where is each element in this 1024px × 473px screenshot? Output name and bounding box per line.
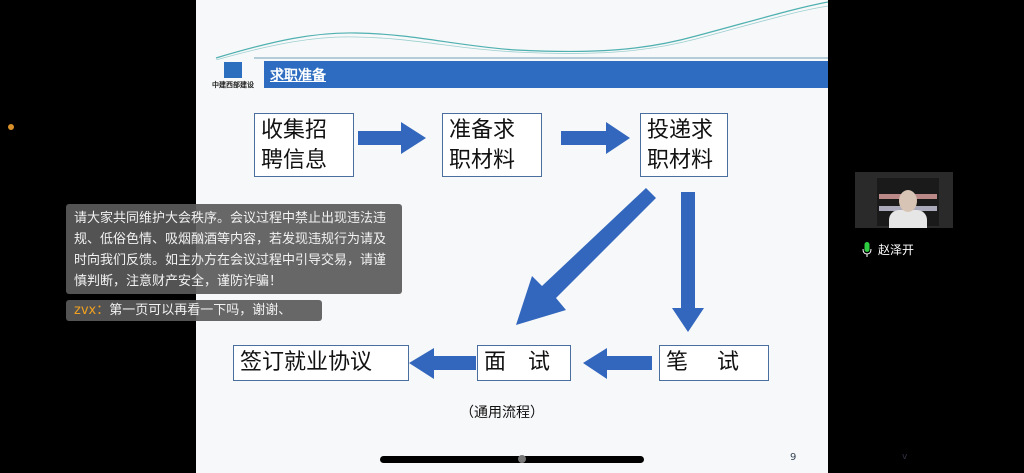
step-prepare-materials: 准备求 职材料 <box>442 113 542 177</box>
flow-arrows <box>358 122 704 379</box>
meeting-notice: 请大家共同维护大会秩序。会议过程中禁止出现违法违规、低俗色情、吸烟酗酒等内容，若… <box>66 204 402 294</box>
logo-mark <box>224 62 242 78</box>
participant-name: 赵泽开 <box>878 243 915 257</box>
scrubber-knob[interactable] <box>518 455 526 463</box>
step-interview: 面 试 <box>477 345 571 381</box>
arrow-left-2 <box>409 348 476 379</box>
page-number: 9 <box>790 452 797 463</box>
status-dot <box>8 124 14 130</box>
step-text: 签订就业协议 <box>240 350 373 375</box>
video-person-head <box>899 190 917 212</box>
slide-title: 求职准备 <box>270 68 326 84</box>
step-sign-agreement: 签订就业协议 <box>233 345 409 381</box>
chat-author: zvx： <box>74 303 110 318</box>
arrow-right-1 <box>358 122 426 154</box>
company-logo: 中建西部建设 <box>206 62 260 90</box>
step-line: 聘信息 <box>261 148 328 173</box>
microphone-icon <box>862 241 872 257</box>
arrow-down <box>672 192 704 332</box>
step-submit-materials: 投递求 职材料 <box>640 113 728 177</box>
slide-title-bar: 求职准备 <box>264 61 828 88</box>
arrow-left-1 <box>583 348 652 379</box>
step-written-test: 笔 试 <box>659 345 769 381</box>
step-collect-info: 收集招 聘信息 <box>254 113 354 177</box>
step-line: 收集招 <box>261 118 328 143</box>
step-line: 投递求 <box>647 118 714 143</box>
chat-message: zvx：第一页可以再看一下吗，谢谢、 <box>66 300 322 321</box>
nav-indicator: v <box>902 452 908 462</box>
flow-caption: （通用流程） <box>460 405 544 421</box>
participant-video[interactable] <box>855 172 953 228</box>
step-line: 职材料 <box>449 148 516 173</box>
arrow-right-2 <box>561 122 630 154</box>
chat-text: 第一页可以再看一下吗，谢谢、 <box>109 303 292 318</box>
participant-label: 赵泽开 <box>862 241 914 258</box>
step-text: 笔 试 <box>666 350 739 375</box>
decorative-wave <box>215 1 828 60</box>
step-text: 面 试 <box>484 350 551 375</box>
logo-text: 中建西部建设 <box>212 81 254 89</box>
step-line: 准备求 <box>449 118 516 143</box>
step-line: 职材料 <box>647 148 714 173</box>
video-person-body <box>889 210 927 228</box>
home-indicator-bar[interactable] <box>380 456 644 463</box>
arrow-diagonal <box>516 188 656 325</box>
